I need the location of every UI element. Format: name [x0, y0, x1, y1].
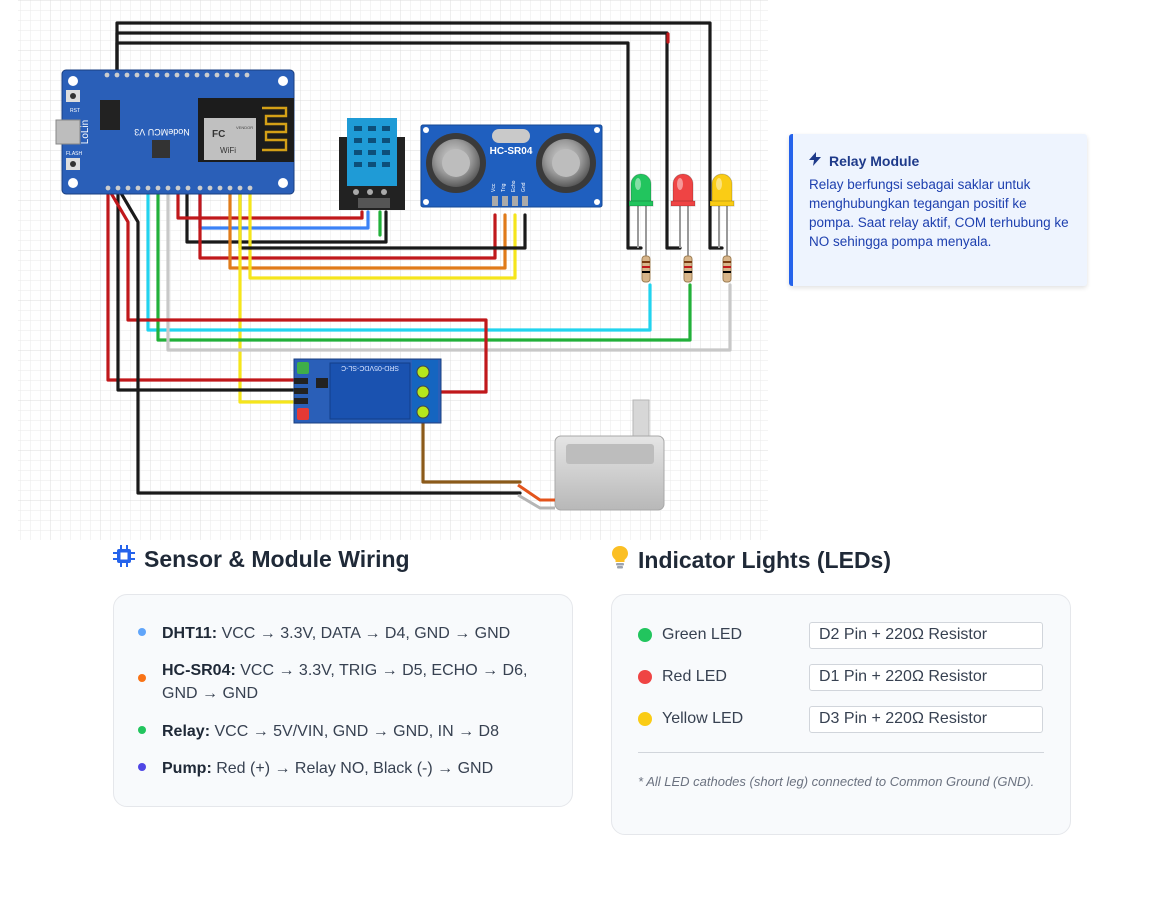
- wiring-item-dot: [138, 628, 146, 636]
- wiring-item-dht11: DHT11: VCC → 3.3V, DATA → D4, GND → GND: [138, 622, 510, 645]
- wire-pump-positive: [421, 410, 522, 484]
- relay-module-card: Relay Module Relay berfungsi sebagai sak…: [789, 134, 1087, 286]
- relay-label: SRD-05VDC-SL-C: [341, 364, 399, 371]
- led-name: Green LED: [662, 626, 743, 643]
- wiring-item-text: VCC → 3.3V, DATA → D4, GND → GND: [217, 625, 511, 642]
- board-flash-label: FLASH: [66, 151, 83, 157]
- led-card: Green LED D2 Pin + 220Ω Resistor Red LED…: [611, 594, 1071, 835]
- led-2: [709, 173, 735, 283]
- board-top-pins: [104, 72, 250, 78]
- lightning-icon: [809, 152, 821, 169]
- led-row-red: Red LED D1 Pin + 220Ω Resistor: [638, 664, 1044, 692]
- wiring-diagram: FC WiFi VENDOR LoLin NodeMCU V3 RST FLAS…: [18, 0, 768, 540]
- board-brand: LoLin: [80, 120, 91, 144]
- led-pin-field: D2 Pin + 220Ω Resistor: [809, 622, 1043, 649]
- wire-relay-gnd: [116, 186, 304, 392]
- wire-dht-vcc: [176, 186, 364, 220]
- lightbulb-icon: [611, 545, 629, 575]
- wire-pump-gnd: [116, 186, 522, 495]
- led-1: [670, 173, 696, 283]
- led-color-dot: [638, 670, 652, 684]
- relay-card-title: Relay Module: [829, 152, 920, 169]
- relay-card-body: Relay berfungsi sebagai saklar untuk men…: [809, 177, 1069, 249]
- wiring-item-hcsr04: HC-SR04: VCC → 3.3V, TRIG → D5, ECHO → D…: [138, 659, 548, 705]
- hcsr04-sensor: HC-SR04 Vcc Trig Echo Gnd: [420, 124, 603, 208]
- led-pin-field: D3 Pin + 220Ω Resistor: [809, 706, 1043, 733]
- wiring-item-label: DHT11:: [162, 625, 218, 642]
- led-color-dot: [638, 712, 652, 726]
- led-ground-note: * All LED cathodes (short leg) connected…: [638, 774, 1035, 789]
- wire-led-green-signal: [146, 186, 652, 332]
- relay-module: SRD-05VDC-SL-C: [293, 358, 442, 424]
- led-row-yellow: Yellow LED D3 Pin + 220Ω Resistor: [638, 706, 1044, 734]
- wifi-module-brand: FC: [212, 129, 225, 140]
- led-color-dot: [638, 628, 652, 642]
- board-rst-label: RST: [70, 108, 80, 114]
- water-pump: [517, 399, 665, 511]
- wiring-item-relay: Relay: VCC → 5V/VIN, GND → GND, IN → D8: [138, 720, 499, 743]
- wire-top-black-3: [115, 41, 630, 250]
- led-group: [628, 173, 735, 283]
- wiring-item-dot: [138, 726, 146, 734]
- wire-dht-gnd: [185, 186, 388, 244]
- board-bottom-pins: [105, 185, 253, 191]
- wiring-item-label: HC-SR04:: [162, 662, 236, 679]
- wiring-item-text: VCC → 3.3V, TRIG → D5, ECHO → D6, GND → …: [162, 662, 528, 702]
- wiring-item-pump: Pump: Red (+) → Relay NO, Black (-) → GN…: [138, 757, 493, 780]
- wiring-item-text: VCC → 5V/VIN, GND → GND, IN → D8: [210, 723, 499, 740]
- wire-hcsr-vcc: [198, 186, 497, 260]
- wifi-module-badge: WiFi: [220, 146, 236, 155]
- wiring-item-text: Red (+) → Relay NO, Black (-) → GND: [211, 760, 494, 777]
- wiring-item-dot: [138, 674, 146, 682]
- led-pin-field: D1 Pin + 220Ω Resistor: [809, 664, 1043, 691]
- hcsr04-pin-echo: Echo: [511, 180, 517, 192]
- led-row-green: Green LED D2 Pin + 220Ω Resistor: [638, 622, 1044, 650]
- relay-card-title-row: Relay Module: [809, 152, 1071, 169]
- led-card-divider: [638, 752, 1044, 753]
- hcsr04-pin-trig: Trig: [501, 183, 507, 192]
- wiring-item-label: Relay:: [162, 723, 211, 740]
- wiring-card: DHT11: VCC → 3.3V, DATA → D4, GND → GND …: [113, 594, 573, 807]
- led-section-header: Indicator Lights (LEDs): [611, 545, 891, 575]
- wire-relay-vcc: [106, 186, 304, 382]
- wifi-module-vendor: VENDOR: [236, 125, 253, 130]
- led-section-title: Indicator Lights (LEDs): [638, 546, 891, 573]
- wiring-item-label: Pump:: [162, 760, 212, 777]
- wiring-section-header: Sensor & Module Wiring: [113, 545, 410, 573]
- hcsr04-pin-vcc: Vcc: [491, 183, 497, 192]
- wire-led-yellow-signal: [166, 186, 732, 352]
- wire-led-red-signal: [156, 186, 692, 342]
- board-model: NodeMCU V3: [134, 127, 190, 137]
- hcsr04-label: HC-SR04: [490, 146, 533, 157]
- wire-hcsr-trig: [228, 186, 507, 270]
- wire-relay-in: [238, 186, 304, 404]
- dht11-sensor: [339, 118, 405, 210]
- wiring-item-dot: [138, 763, 146, 771]
- chip-icon: [113, 545, 135, 573]
- wires: [106, 21, 732, 495]
- hcsr04-pin-gnd: Gnd: [521, 182, 527, 192]
- led-name: Red LED: [662, 668, 727, 685]
- nodemcu-board: FC WiFi VENDOR LoLin NodeMCU V3 RST FLAS…: [55, 69, 295, 195]
- led-0: [628, 173, 654, 283]
- wire-relay-com: [106, 186, 488, 394]
- led-name: Yellow LED: [662, 710, 744, 727]
- wiring-section-title: Sensor & Module Wiring: [144, 545, 410, 572]
